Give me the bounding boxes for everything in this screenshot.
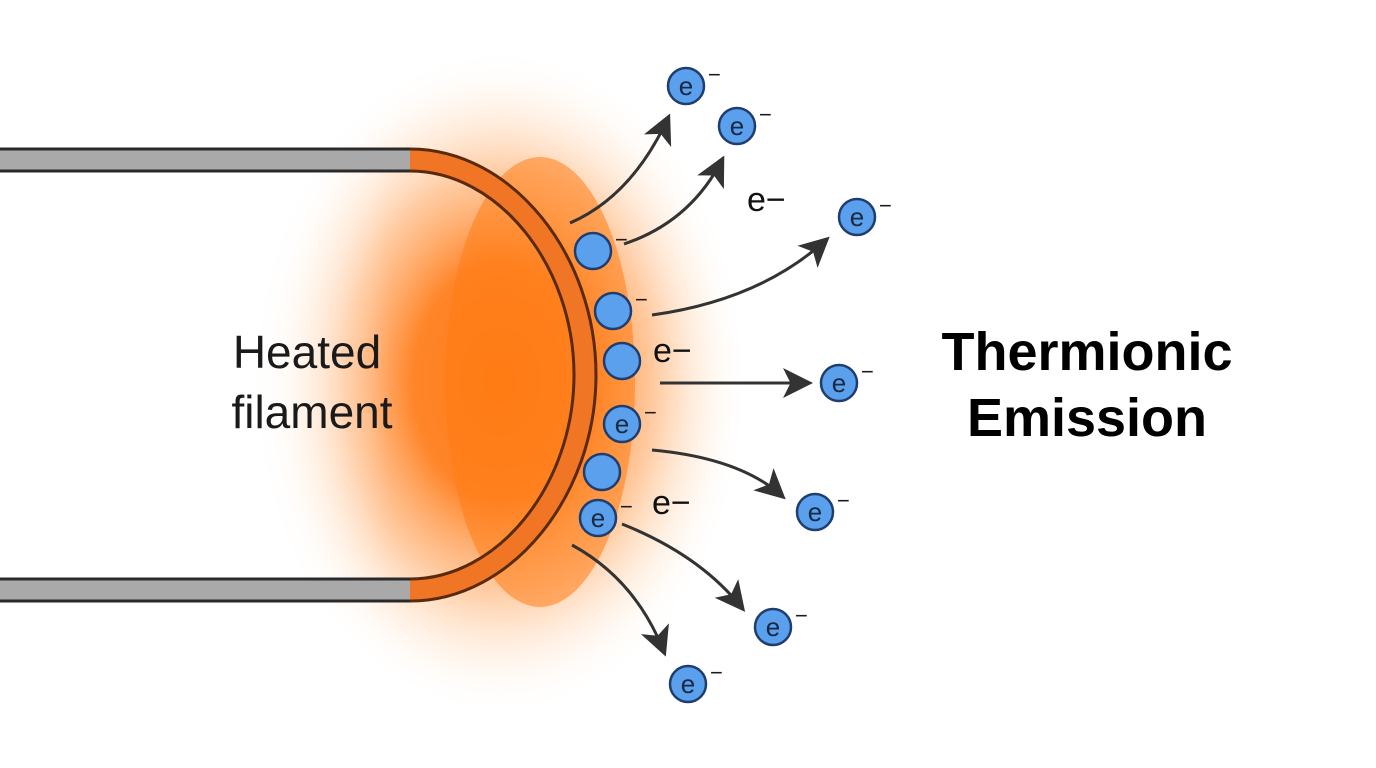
electron-symbol: e	[766, 612, 780, 642]
electron-symbol: e	[808, 497, 822, 527]
filament	[0, 147, 598, 603]
electron-circle	[582, 452, 622, 492]
electron: e−	[668, 660, 723, 704]
charge-symbol: −	[615, 227, 628, 252]
diagram-title: Thermionic Emission	[941, 322, 1232, 448]
electron-symbol: e	[615, 409, 629, 439]
title-line1: Thermionic	[941, 322, 1232, 382]
emission-arrow	[621, 522, 746, 612]
electron-symbol: e	[591, 503, 605, 533]
electron-circle	[578, 498, 618, 538]
electron-circle	[602, 404, 642, 444]
heat-glow	[0, 0, 750, 768]
free-electron-label: e−	[652, 484, 691, 522]
electron	[602, 341, 642, 381]
emission-arrow	[571, 543, 669, 657]
charge-symbol: −	[620, 494, 633, 519]
electron: e−	[717, 102, 772, 146]
electron: −	[573, 227, 628, 271]
free-electron-label: e−	[653, 332, 692, 370]
charge-symbol: −	[644, 400, 657, 425]
electron	[582, 452, 622, 492]
electron: e−	[819, 359, 874, 403]
electron: −	[593, 287, 648, 331]
charge-symbol: −	[879, 193, 892, 218]
electron-symbol: e	[730, 111, 744, 141]
electron-circle	[753, 607, 793, 647]
surface-electrons: −−e−e−	[573, 227, 657, 538]
electron: e−	[753, 603, 808, 647]
filament-label-line2: filament	[231, 386, 392, 438]
free-electron-labels: e− e− e−	[652, 181, 786, 522]
charge-symbol: −	[837, 488, 850, 513]
electron-circle	[573, 231, 613, 271]
electron-symbol: e	[681, 669, 695, 699]
emitted-electrons: e−e−e−e−e−e−e−	[666, 62, 892, 704]
filament-label-line1: Heated	[233, 326, 381, 378]
electron-symbol: e	[679, 71, 693, 101]
electron-circle	[668, 664, 708, 704]
electron-symbol: e	[850, 202, 864, 232]
electron-circle	[837, 197, 877, 237]
electron: e−	[837, 193, 892, 237]
charge-symbol: −	[759, 102, 772, 127]
electron-circle	[717, 106, 757, 146]
electron-circle	[666, 66, 706, 106]
emission-arrow	[651, 448, 786, 500]
electron: e−	[666, 62, 721, 106]
filament-label: Heated filament	[231, 326, 392, 438]
charge-symbol: −	[795, 603, 808, 628]
emission-arrows	[569, 113, 830, 657]
electron-circle	[593, 291, 633, 331]
electron: e−	[795, 488, 850, 532]
electron-symbol: e	[832, 368, 846, 398]
charge-symbol: −	[710, 660, 723, 685]
charge-symbol: −	[708, 62, 721, 87]
emission-arrow	[623, 155, 725, 246]
emission-arrow	[569, 113, 672, 225]
charge-symbol: −	[635, 287, 648, 312]
electron: e−	[578, 494, 633, 538]
free-electron-label: e−	[747, 181, 786, 219]
electron-circle	[795, 492, 835, 532]
charge-symbol: −	[861, 359, 874, 384]
electron-circle	[819, 363, 859, 403]
emission-arrow	[651, 236, 830, 317]
electron: e−	[602, 400, 657, 444]
title-line2: Emission	[967, 388, 1207, 448]
electron-circle	[602, 341, 642, 381]
